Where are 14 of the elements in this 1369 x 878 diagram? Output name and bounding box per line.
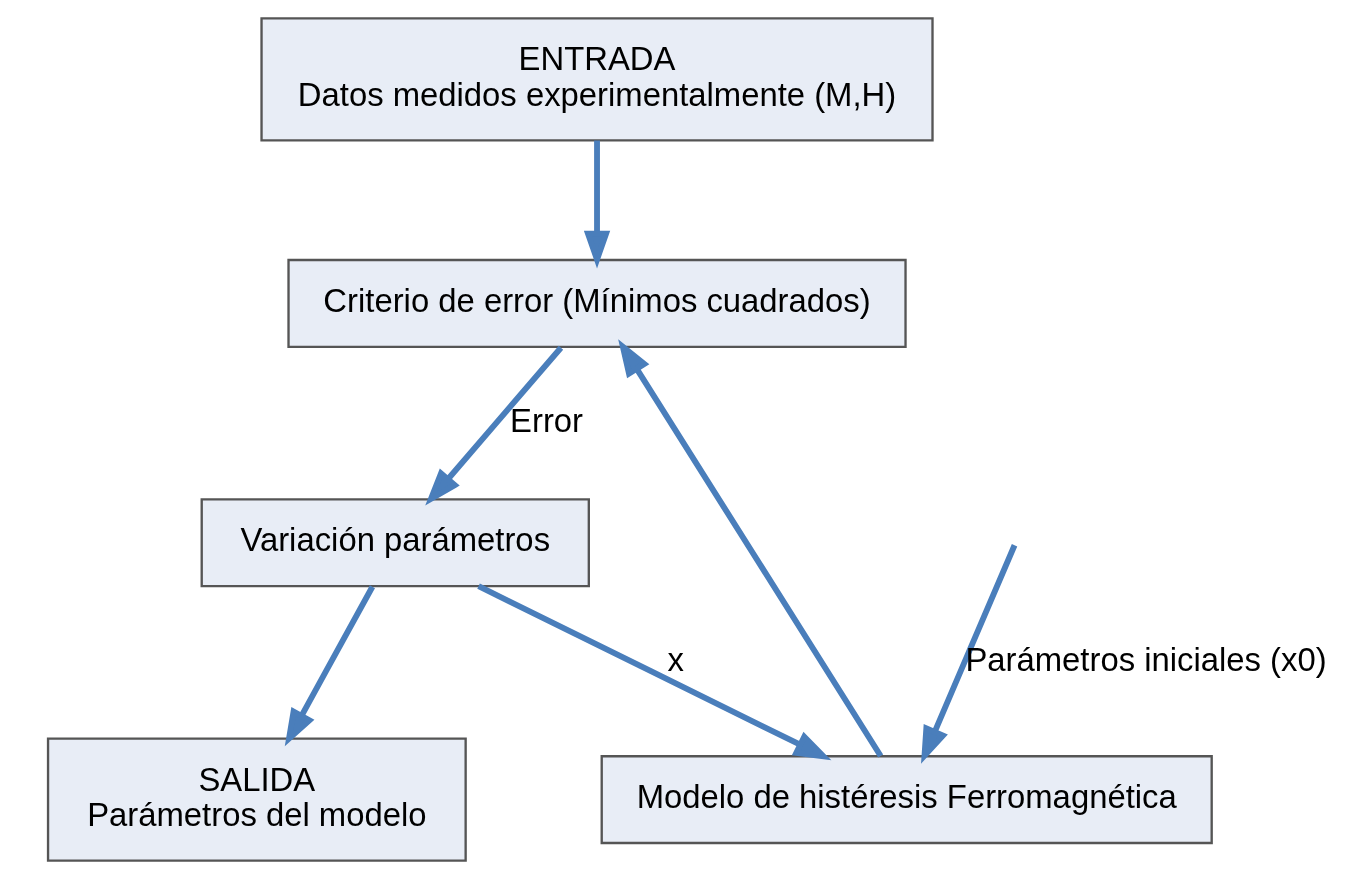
node-box: Criterio de error (Mínimos cuadrados) [286, 258, 907, 348]
edge-label: Error [509, 401, 583, 439]
arrow [920, 543, 1017, 764]
node-box: Modelo de histéresis Ferromagnética [600, 754, 1213, 844]
edge-label: Parámetros iniciales (x0) [964, 640, 1327, 678]
node-box: Variación parámetros [200, 497, 590, 587]
node-box: SALIDA Parámetros del modelo [46, 736, 467, 862]
arrow [284, 584, 375, 746]
arrow [583, 140, 610, 268]
edge-label: x [666, 640, 684, 678]
node-box: ENTRADA Datos medidos experimentalmente (M,H) [259, 16, 934, 142]
arrow [424, 345, 563, 506]
arrow [617, 338, 883, 758]
arrow [476, 583, 831, 760]
